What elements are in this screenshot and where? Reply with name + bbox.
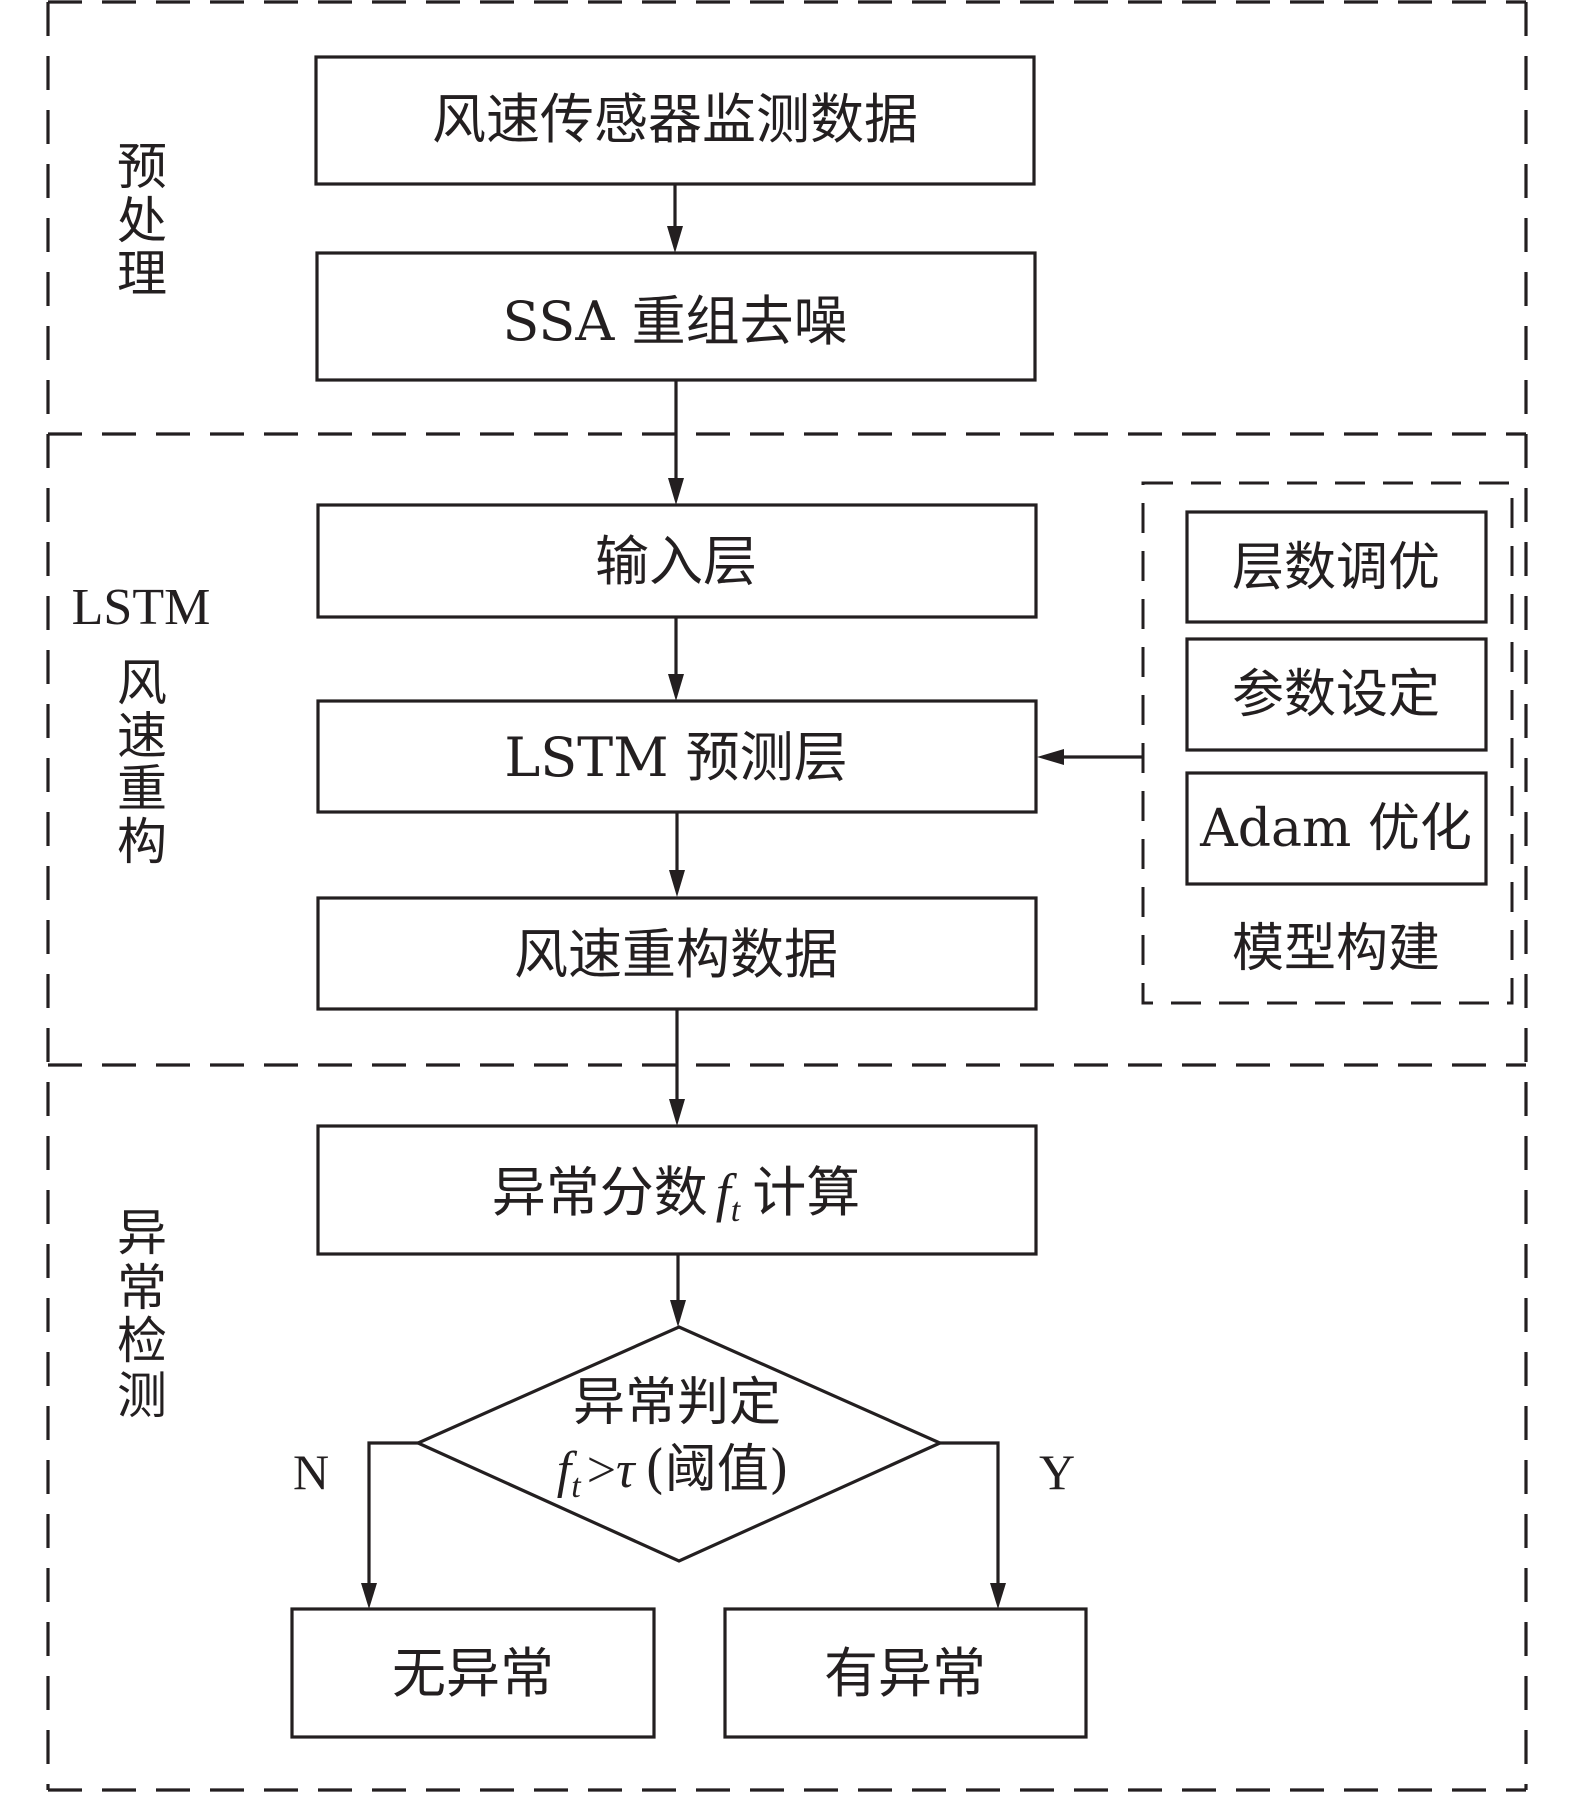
section-label-char: 预 xyxy=(117,138,167,196)
model-build-title: 模型构建 xyxy=(1232,919,1440,979)
arrowhead-icon xyxy=(670,1300,686,1327)
arrowhead-icon xyxy=(668,674,684,701)
section-label-char: 风 xyxy=(117,654,167,712)
model-build-group: 层数调优 参数设定 Adam 优化 模型构建 xyxy=(1141,481,1514,1005)
model-item-layer-tuning: 层数调优 xyxy=(1185,510,1488,624)
node-ssa: SSA 重组去噪 xyxy=(315,251,1037,382)
node-box xyxy=(290,1607,656,1739)
section-label-char: 重 xyxy=(117,760,167,818)
model-item-adam: Adam 优化 xyxy=(1185,771,1488,886)
node-label: 有异常 xyxy=(824,1642,986,1705)
model-item-box xyxy=(1185,637,1488,752)
node-box xyxy=(316,1124,1038,1256)
model-item-label: Adam 优化 xyxy=(1199,799,1472,859)
section-label-char: 理 xyxy=(117,245,167,303)
arrowhead-icon xyxy=(667,226,683,253)
section-label-char: 速 xyxy=(117,707,167,765)
section-label-preprocess: 预 处 理 xyxy=(117,138,167,303)
decision-threshold-note: (阈值) xyxy=(645,1440,790,1500)
node-box xyxy=(314,55,1036,186)
section-label-detect: 异 常 检 测 xyxy=(117,1204,167,1425)
model-item-box xyxy=(1185,510,1488,624)
decision-condition: ft>τ(阈值) xyxy=(557,1440,789,1505)
node-label: 风速传感器监测数据 xyxy=(432,88,918,151)
section-label-prefix: LSTM xyxy=(72,579,211,636)
branch-label-yes: Y xyxy=(1039,1444,1075,1500)
decision-operator: > xyxy=(587,1442,616,1499)
decision-title: 异常判定 xyxy=(573,1373,781,1433)
connectors xyxy=(361,184,1143,1609)
node-has-anomaly: 有异常 xyxy=(723,1607,1088,1739)
model-build-frame xyxy=(1141,481,1514,1005)
model-item-box xyxy=(1185,771,1488,886)
decision-subscript: t xyxy=(571,1468,582,1505)
decision-diamond xyxy=(414,1325,944,1563)
node-box xyxy=(315,251,1037,382)
section-label-char: 异 xyxy=(117,1204,167,1262)
node-box xyxy=(723,1607,1088,1739)
score-suffix: 计算 xyxy=(752,1161,860,1224)
model-item-label: 层数调优 xyxy=(1232,538,1440,598)
node-no-anomaly: 无异常 xyxy=(290,1607,656,1739)
node-box xyxy=(316,503,1038,619)
arrowhead-icon xyxy=(669,870,685,897)
node-sensor-data: 风速传感器监测数据 xyxy=(314,55,1036,186)
decision-threshold-symbol: τ xyxy=(616,1442,637,1499)
node-box xyxy=(316,896,1038,1011)
section-label-char: 检 xyxy=(117,1312,167,1370)
node-label: 无异常 xyxy=(392,1642,554,1705)
edge-decision-to-yes xyxy=(940,1441,1000,1585)
section-label-lstm: LSTM 风 速 重 构 xyxy=(72,579,211,871)
arrowhead-icon xyxy=(1037,749,1064,765)
node-label: 输入层 xyxy=(595,530,757,593)
edge-decision-to-no xyxy=(367,1441,418,1585)
score-subscript: t xyxy=(731,1192,742,1229)
node-reconstructed-data: 风速重构数据 xyxy=(316,896,1038,1011)
node-input-layer: 输入层 xyxy=(316,503,1038,619)
node-lstm-layer: LSTM 预测层 xyxy=(316,699,1038,814)
branch-label-no: N xyxy=(293,1444,329,1500)
section-label-char: 处 xyxy=(117,192,167,250)
node-label: SSA 重组去噪 xyxy=(502,290,847,353)
section-label-char: 常 xyxy=(117,1259,167,1317)
score-prefix: 异常分数 xyxy=(492,1161,708,1224)
node-decision: 异常判定 ft>τ(阈值) xyxy=(414,1325,944,1563)
section-label-char: 构 xyxy=(117,813,167,871)
arrowhead-icon xyxy=(361,1583,377,1609)
model-item-param-setting: 参数设定 xyxy=(1185,637,1488,752)
model-item-label: 参数设定 xyxy=(1232,665,1440,725)
section-frames xyxy=(46,0,1528,1792)
node-label: 风速重构数据 xyxy=(514,923,838,986)
arrowhead-icon xyxy=(990,1583,1006,1609)
node-box xyxy=(316,699,1038,814)
arrowhead-icon xyxy=(668,478,684,505)
node-label: LSTM 预测层 xyxy=(504,726,847,789)
arrowhead-icon xyxy=(669,1099,685,1126)
section-label-char: 测 xyxy=(117,1367,167,1425)
